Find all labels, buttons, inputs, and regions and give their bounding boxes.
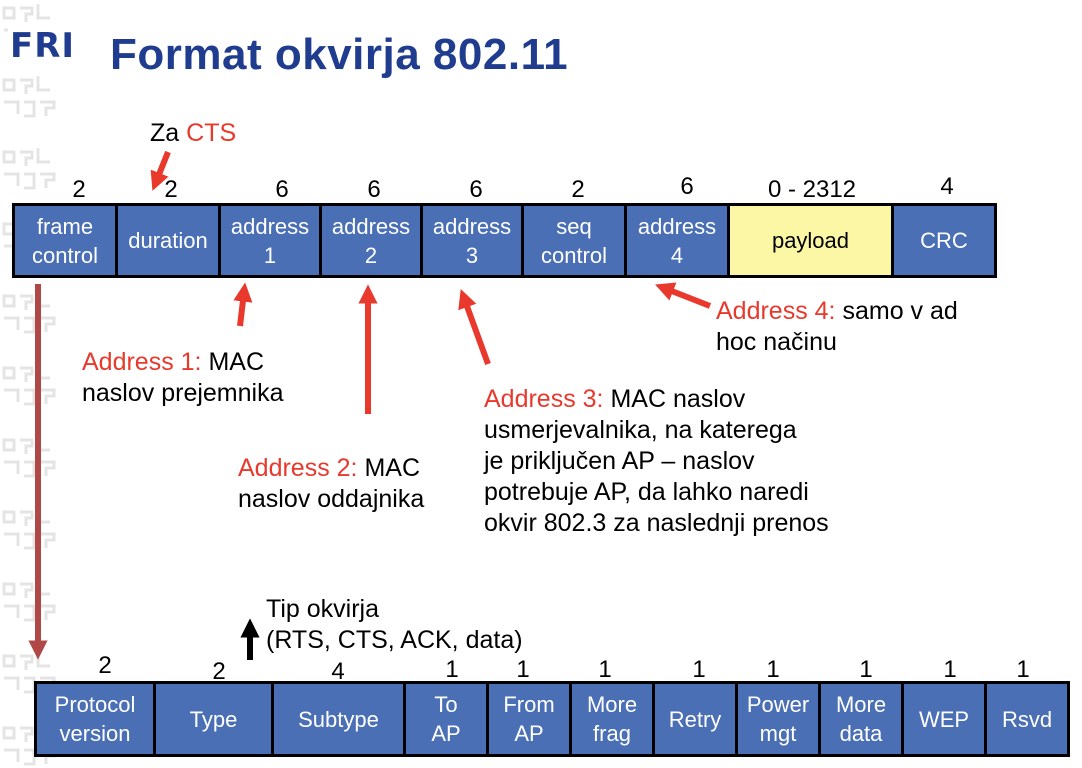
note-frame-type: Tip okvirja (RTS, CTS, ACK, data) — [266, 595, 523, 654]
bottom-size: 2 — [98, 652, 112, 679]
bottom-size: 4 — [331, 658, 345, 685]
bottom-size: 1 — [766, 656, 780, 683]
bottom-size: 2 — [212, 658, 226, 685]
top-size: 6 — [680, 173, 694, 200]
field-wep: WEP — [901, 681, 987, 757]
note-cts: Za CTS — [150, 119, 237, 147]
arrow-address-4 — [655, 282, 712, 309]
field-crc: CRC — [891, 203, 997, 278]
top-size: 6 — [469, 176, 483, 203]
top-size: 6 — [367, 176, 381, 203]
slide-title: Format okvirja 802.11 — [110, 30, 569, 79]
top-size: 0 - 2312 — [767, 176, 857, 203]
bottom-size: 1 — [516, 656, 530, 683]
field-type: Type — [153, 681, 274, 757]
note-address-2: Address 2: MAC naslov oddajnika — [238, 454, 425, 513]
top-size: 4 — [940, 173, 954, 200]
bottom-size: 1 — [859, 656, 873, 683]
fri-logo: FRI — [8, 26, 78, 66]
field-payload: payload — [727, 203, 894, 278]
bottom-size: 1 — [445, 656, 459, 683]
field-rsvd: Rsvd — [984, 681, 1070, 757]
note-address-3: Address 3: MAC naslov usmerjevalnika, na… — [484, 385, 829, 537]
bottom-size: 1 — [598, 656, 612, 683]
arrow-cts — [150, 150, 171, 191]
top-size: 6 — [275, 176, 289, 203]
bottom-size: 1 — [943, 656, 957, 683]
note-address-4: Address 4: samo v ad hoc načinu — [716, 297, 958, 356]
arrow-address-3 — [458, 288, 491, 366]
arrow-address-1 — [233, 282, 253, 327]
field-retry: Retry — [652, 681, 738, 757]
field-subtype: Subtype — [271, 681, 406, 757]
note-address-1: Address 1: MAC naslov prejemnika — [82, 348, 284, 407]
bottom-size: 1 — [692, 656, 706, 683]
top-size: 2 — [72, 176, 86, 203]
top-size: 2 — [571, 176, 585, 203]
bottom-size: 1 — [1016, 656, 1030, 683]
